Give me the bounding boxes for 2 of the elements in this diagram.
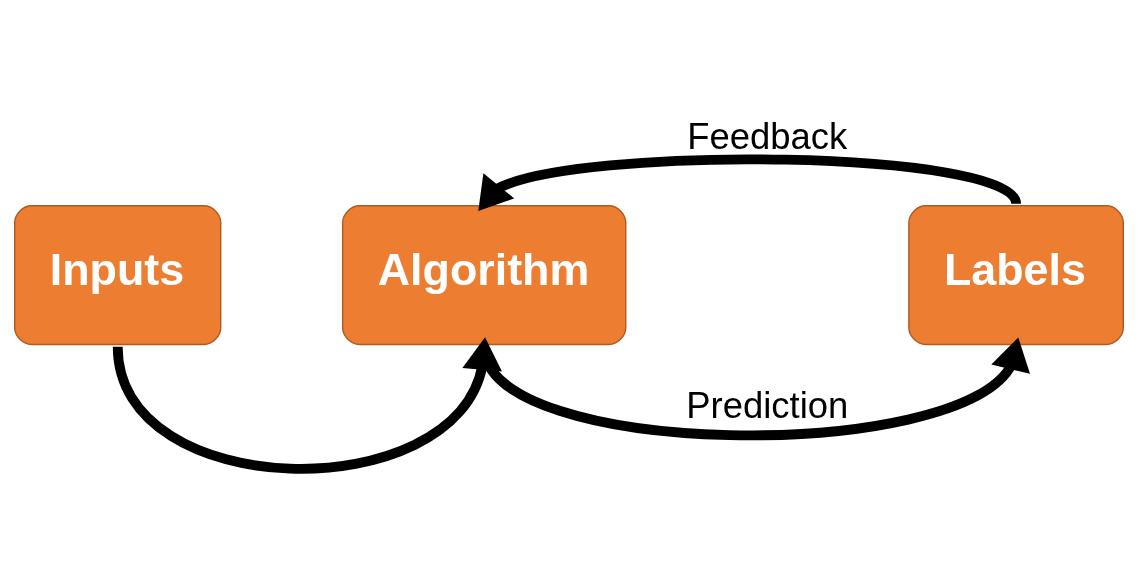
- edge-label: Feedback: [687, 115, 848, 157]
- edge-label: Prediction: [686, 384, 849, 426]
